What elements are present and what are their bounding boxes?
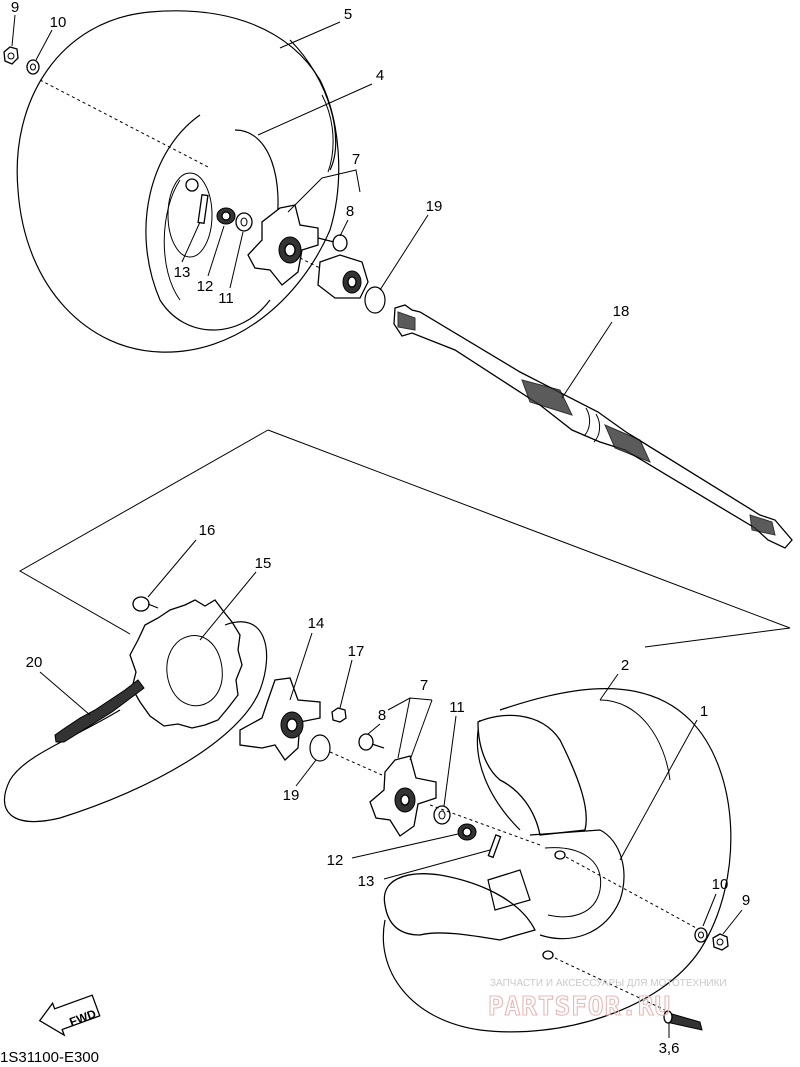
washer-10-lower xyxy=(694,927,708,943)
diagram-code: 1S31100-E300 xyxy=(0,1049,99,1066)
cotter-pin-13-lower xyxy=(487,834,502,859)
callout-19-lower: 19 xyxy=(283,787,300,804)
callout-8-upper: 8 xyxy=(346,203,354,220)
callout-14: 14 xyxy=(308,615,325,632)
wheel-hub-7-upper xyxy=(247,204,319,286)
o-ring-19-upper xyxy=(364,286,386,314)
upper-tire xyxy=(16,10,340,353)
rear-axle-18 xyxy=(393,304,793,549)
callout-2: 2 xyxy=(621,657,629,674)
callout-9-upper: 9 xyxy=(11,0,19,16)
bolt-8-lower xyxy=(358,733,385,751)
washer-10-upper xyxy=(26,59,40,75)
callout-16: 16 xyxy=(199,522,216,539)
callout-15: 15 xyxy=(255,555,272,572)
bolt-8-upper xyxy=(317,234,348,252)
wheel-hub-7-lower xyxy=(369,755,437,837)
wheel-rim-1 xyxy=(383,714,625,960)
upper-callouts: 9 10 5 4 7 8 19 13 12 11 18 xyxy=(11,0,630,399)
spacer-upper xyxy=(317,254,369,299)
callout-12-upper: 12 xyxy=(197,278,214,295)
callout-11-upper: 11 xyxy=(218,290,234,307)
washer-11-upper xyxy=(235,212,253,232)
nut-17 xyxy=(331,707,347,723)
callout-17: 17 xyxy=(348,643,365,660)
callout-8-lower: 8 xyxy=(378,707,386,724)
watermark: ЗАПЧАСТИ И АКСЕССУАРЫ ДЛЯ МОТОТЕХНИКИ PA… xyxy=(487,978,727,1023)
nut-9-lower xyxy=(712,933,729,951)
callout-12-lower: 12 xyxy=(327,852,344,869)
assembly-plane-outline xyxy=(267,429,791,648)
nut-9-upper xyxy=(3,46,19,65)
callout-1: 1 xyxy=(700,703,708,720)
callout-18: 18 xyxy=(613,303,630,320)
callout-19-upper: 19 xyxy=(426,198,443,215)
callout-10-upper: 10 xyxy=(50,14,67,31)
washer-11-lower xyxy=(433,805,451,825)
lower-callouts: 16 15 20 14 17 7 8 11 2 1 19 12 13 10 9 … xyxy=(26,522,751,1057)
sprocket-hub-14 xyxy=(239,677,321,761)
callout-7-upper: 7 xyxy=(352,151,360,168)
fwd-arrow-icon: FWD xyxy=(38,994,101,1037)
cotter-pin-13-upper xyxy=(197,193,209,225)
bolt-16 xyxy=(132,596,159,612)
castle-nut-12-upper xyxy=(216,207,236,225)
valve-3-6 xyxy=(663,1010,703,1031)
callout-13-lower: 13 xyxy=(358,873,375,890)
o-ring-19-lower xyxy=(309,734,331,762)
callout-4: 4 xyxy=(376,67,384,84)
callout-10-lower: 10 xyxy=(712,876,729,893)
watermark-logo: PARTSFOR.RU xyxy=(488,992,671,1022)
callout-9-lower: 9 xyxy=(742,892,750,909)
castle-nut-12-lower xyxy=(457,823,477,841)
watermark-tagline: ЗАПЧАСТИ И АКСЕССУАРЫ ДЛЯ МОТОТЕХНИКИ xyxy=(490,978,727,989)
callout-3-6: 3,6 xyxy=(659,1040,680,1057)
sprocket-15 xyxy=(129,599,243,729)
callout-11-lower: 11 xyxy=(449,699,465,716)
callout-13-upper: 13 xyxy=(174,264,191,281)
chain-joint-20 xyxy=(54,679,145,743)
callout-5: 5 xyxy=(344,6,352,23)
chain-loop xyxy=(3,621,268,823)
lower-tire xyxy=(382,688,732,1033)
callout-20: 20 xyxy=(26,654,43,671)
callout-7-lower: 7 xyxy=(420,677,428,694)
